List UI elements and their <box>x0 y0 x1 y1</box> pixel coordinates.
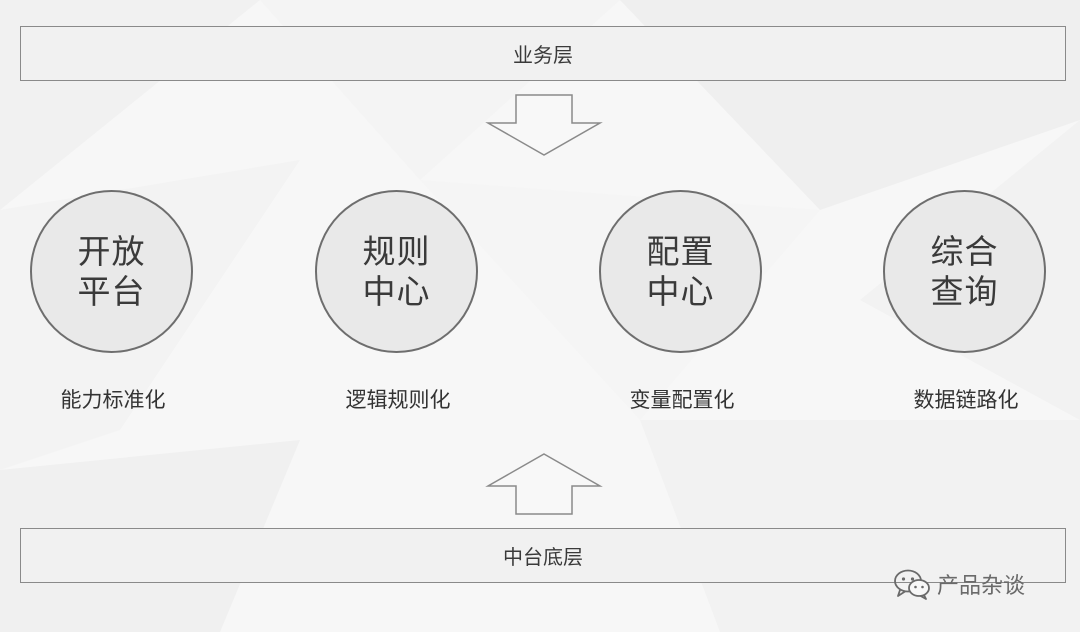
business-layer-bar: 业务层 <box>20 26 1066 81</box>
open-platform-circle: 开放 平台 <box>30 190 193 353</box>
circle-line2: 中心 <box>646 271 715 311</box>
module-rule-center: 规则 中心 逻辑规则化 <box>298 188 498 428</box>
circle-line1: 开放 <box>77 231 146 271</box>
config-center-circle: 配置 中心 <box>599 190 762 353</box>
module-integrated-query: 综合 查询 数据链路化 <box>866 188 1066 428</box>
integrated-query-circle: 综合 查询 <box>883 190 1046 353</box>
arrow-down-icon <box>485 94 603 156</box>
circle-line1: 规则 <box>362 231 431 271</box>
circle-line1: 综合 <box>930 231 999 271</box>
wechat-icon <box>894 569 930 600</box>
module-open-platform: 开放 平台 能力标准化 <box>13 188 213 428</box>
circle-line1: 配置 <box>646 231 715 271</box>
module-caption: 数据链路化 <box>913 388 1019 412</box>
middle-platform-base-bar: 中台底层 <box>20 528 1066 583</box>
middle-platform-base-label: 中台底层 <box>503 545 583 569</box>
circle-line2: 查询 <box>930 271 999 311</box>
rule-center-circle: 规则 中心 <box>315 190 478 353</box>
module-caption: 能力标准化 <box>60 388 166 412</box>
circle-line2: 中心 <box>362 271 431 311</box>
module-config-center: 配置 中心 变量配置化 <box>582 188 782 428</box>
arrow-up-icon <box>485 453 603 515</box>
business-layer-label: 业务层 <box>513 43 573 67</box>
watermark-text: 产品杂谈 <box>937 574 1026 599</box>
module-caption: 逻辑规则化 <box>345 388 451 412</box>
module-caption: 变量配置化 <box>629 388 735 412</box>
circle-line2: 平台 <box>77 271 146 311</box>
watermark: 产品杂谈 <box>893 566 1025 602</box>
